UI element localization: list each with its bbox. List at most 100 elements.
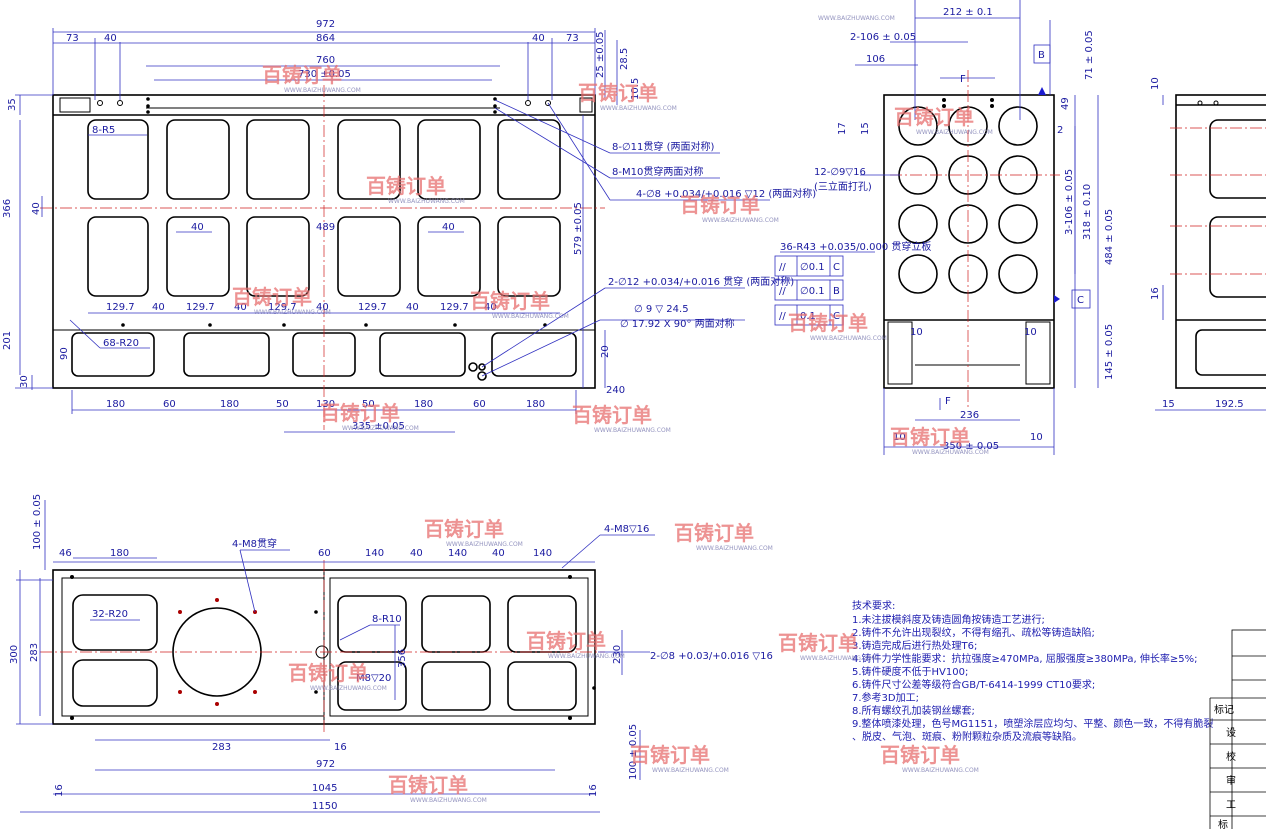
svg-text:百铸订单: 百铸订单 xyxy=(778,631,858,655)
right-view: 10 16 15 192.5 xyxy=(1150,77,1266,411)
top-dim-140-b: 140 xyxy=(448,548,467,559)
dim-25: 25 ±0.05 xyxy=(595,31,606,78)
dim-60-a: 60 xyxy=(163,399,176,410)
dim-17: 17 xyxy=(837,122,848,135)
dim-90: 90 xyxy=(59,347,70,360)
svg-text:WWW.BAIZHUWANG.COM: WWW.BAIZHUWANG.COM xyxy=(800,655,877,662)
svg-text:WWW.BAIZHUWANG.COM: WWW.BAIZHUWANG.COM xyxy=(810,335,887,342)
dim-335: 335 ±0.05 xyxy=(352,421,405,432)
svg-text:百铸订单: 百铸订单 xyxy=(894,105,974,129)
dim-579: 579 ±0.05 xyxy=(573,202,584,255)
front-view-labels: 972 864 760 730 ±0.05 73 40 40 73 25 ±0.… xyxy=(2,19,816,432)
top-dim-100: 100 ± 0.05 xyxy=(32,494,43,550)
dim-129-7-a: 129.7 xyxy=(106,302,135,313)
dim-350: 350 ± 0.05 xyxy=(943,441,999,452)
svg-text:百铸订单: 百铸订单 xyxy=(572,403,652,427)
svg-text:WWW.BAIZHUWANG.COM: WWW.BAIZHUWANG.COM xyxy=(912,449,989,456)
callout-32-r20: 32-R20 xyxy=(92,609,128,620)
svg-text:百铸订单: 百铸订单 xyxy=(424,517,504,541)
svg-text:百铸订单: 百铸订单 xyxy=(388,773,468,797)
callout-8-phi11: 8-∅11贯穿 (两面对称) xyxy=(612,140,714,153)
watermark: 百铸订单 WWW.BAIZHUWANG.COM xyxy=(262,63,361,94)
callout-36-r43: 36-R43 +0.035/0.000 贯穿立板 xyxy=(780,240,931,253)
dim-73-left: 73 xyxy=(66,33,79,44)
right-dim-16: 16 xyxy=(1150,287,1161,300)
svg-text:WWW.BAIZHUWANG.COM: WWW.BAIZHUWANG.COM xyxy=(600,105,677,112)
dim-10-a: 10 xyxy=(910,327,923,338)
svg-text:WWW.BAIZHUWANG.COM: WWW.BAIZHUWANG.COM xyxy=(548,653,625,660)
dim-366: 366 xyxy=(2,199,13,218)
datum-c: C xyxy=(1077,295,1084,306)
svg-text:百铸订单: 百铸订单 xyxy=(680,193,760,217)
watermark: 百铸订单 WWW.BAIZHUWANG.COM xyxy=(674,521,773,552)
top-dim-100-bottom: 100 ± 0.05 xyxy=(628,724,639,780)
watermark: 百铸订单 WWW.BAIZHUWANG.COM xyxy=(572,403,671,434)
tb-design: 设 xyxy=(1226,727,1236,739)
dim-972: 972 xyxy=(316,19,335,30)
dim-50-b: 50 xyxy=(362,399,375,410)
dim-40-b: 40 xyxy=(152,302,165,313)
svg-text:百铸订单: 百铸订单 xyxy=(578,81,658,105)
dim-50-a: 50 xyxy=(276,399,289,410)
watermark: 百铸订单 WWW.BAIZHUWANG.COM xyxy=(388,773,487,804)
svg-text:WWW.BAIZHUWANG.COM: WWW.BAIZHUWANG.COM xyxy=(818,15,895,22)
watermark: 百铸订单 WWW.BAIZHUWANG.COM xyxy=(778,631,877,662)
svg-text:WWW.BAIZHUWANG.COM: WWW.BAIZHUWANG.COM xyxy=(492,313,569,320)
dim-240: 240 xyxy=(606,385,625,396)
svg-text:WWW.BAIZHUWANG.COM: WWW.BAIZHUWANG.COM xyxy=(284,87,361,94)
dim-73-right: 73 xyxy=(566,33,579,44)
note-6: 6.铸件尺寸公差等级符合GB/T-6414-1999 CT10要求; xyxy=(852,678,1095,691)
callout-m8-20: M8▽20 xyxy=(356,673,391,684)
top-dim-140-c: 140 xyxy=(533,548,552,559)
dim-40-c: 40 xyxy=(234,302,247,313)
tol-3-value: 0.1 xyxy=(800,311,816,322)
top-dim-16-right: 16 xyxy=(588,784,599,797)
svg-text:百铸订单: 百铸订单 xyxy=(674,521,754,545)
front-view xyxy=(15,28,770,433)
dim-40-e: 40 xyxy=(406,302,419,313)
dim-10-c: 10 xyxy=(893,432,906,443)
watermark: 百铸订单 WWW.BAIZHUWANG.COM xyxy=(470,289,569,320)
side-outline xyxy=(883,94,1055,389)
dim-180-b: 180 xyxy=(220,399,239,410)
dim-864: 864 xyxy=(316,33,335,44)
note-9-cont: 、脱皮、气泡、斑痕、粉附颗粒杂质及流痕等缺陷。 xyxy=(852,730,1082,743)
svg-text:WWW.BAIZHUWANG.COM: WWW.BAIZHUWANG.COM xyxy=(388,198,465,205)
svg-text:百铸订单: 百铸订单 xyxy=(470,289,550,313)
tb-review: 审 xyxy=(1226,774,1236,787)
dim-2-106: 2-106 ± 0.05 xyxy=(850,32,916,43)
svg-text:百铸订单: 百铸订单 xyxy=(366,174,446,198)
svg-text:百铸订单: 百铸订单 xyxy=(288,661,368,685)
callout-8-r5: 8-R5 xyxy=(92,125,115,136)
watermark: 百铸订单 WWW.BAIZHUWANG.COM xyxy=(788,311,887,342)
datum-b-box xyxy=(1033,44,1051,64)
dim-730: 730 ±0.05 xyxy=(298,69,351,80)
top-dim-972: 972 xyxy=(316,759,335,770)
callout-phi17-92: ∅ 17.92 X 90° 两面对称 xyxy=(620,317,735,330)
tol-2-symbol: // xyxy=(779,286,786,297)
dim-130: 130 xyxy=(316,399,335,410)
tol-1-datum: C xyxy=(833,262,840,273)
dim-10-5: 10.5 xyxy=(630,78,641,100)
watermark: 百铸订单 WWW.BAIZHUWANG.COM xyxy=(630,743,729,774)
dim-40-inner-a: 40 xyxy=(191,222,204,233)
dim-71: 71 ± 0.05 xyxy=(1084,30,1095,80)
top-dim-60: 60 xyxy=(318,548,331,559)
note-5: 5.铸件硬度不低于HV100; xyxy=(852,665,968,678)
title-block: 标记 设 校 审 工 标 xyxy=(1209,629,1266,829)
watermark: 百铸订单 WWW.BAIZHUWANG.COM xyxy=(288,661,387,692)
tb-check: 校 xyxy=(1226,750,1236,763)
right-dim-192-5: 192.5 xyxy=(1215,399,1244,410)
dim-40-right: 40 xyxy=(532,33,545,44)
callout-4-m8-through: 4-M8贯穿 xyxy=(232,537,277,550)
callout-4-phi8: 4-∅8 +0.034/+0.016 ▽12 (两面对称) xyxy=(636,187,816,200)
dim-40-d: 40 xyxy=(316,302,329,313)
dim-489: 489 xyxy=(316,222,335,233)
svg-text:百铸订单: 百铸订单 xyxy=(880,743,960,767)
tb-process: 工 xyxy=(1226,800,1236,811)
section-f-top: F xyxy=(960,74,966,85)
svg-text:百铸订单: 百铸订单 xyxy=(232,285,312,309)
dim-35: 35 xyxy=(7,98,18,111)
note-7: 7.参考3D加工; xyxy=(852,691,919,704)
callout-8-m10: 8-M10贯穿两面对称 xyxy=(612,165,703,178)
